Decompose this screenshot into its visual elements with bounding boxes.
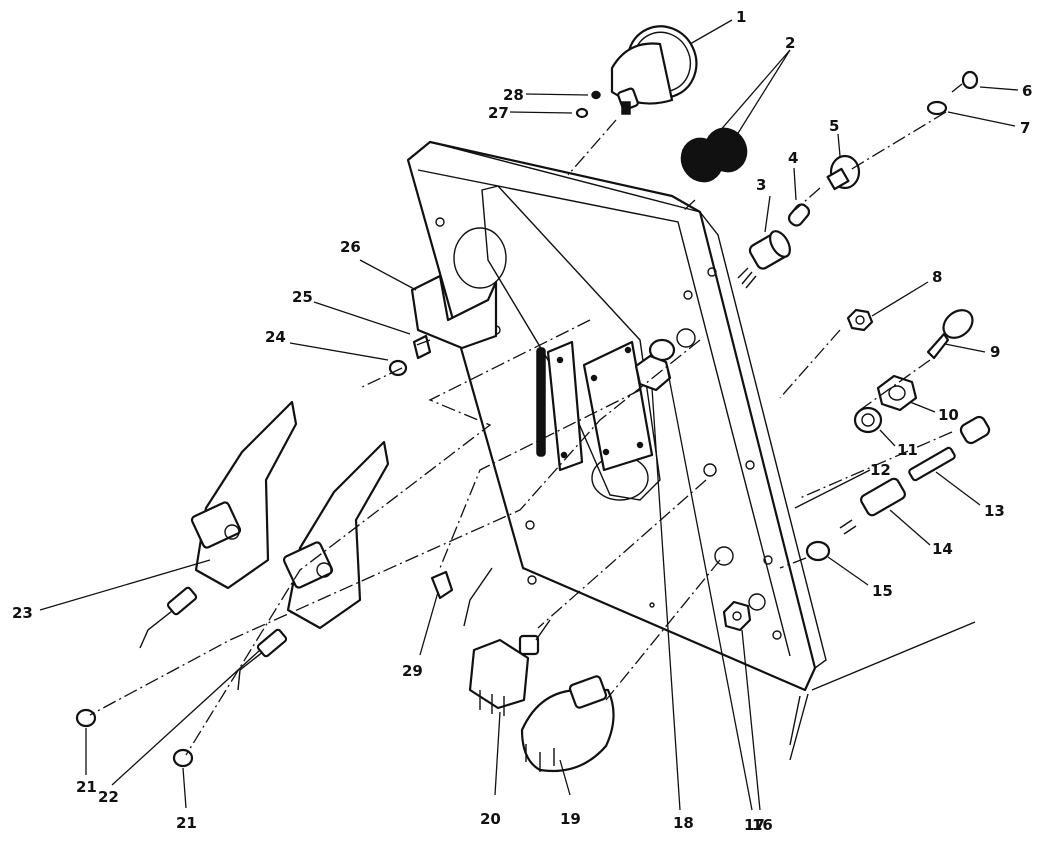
callout-14: 14 [932,540,953,558]
switch-body-part [634,354,672,392]
panel-nut-part [722,600,752,632]
toggle-switch-part [468,619,551,716]
o-ring-part [805,540,831,562]
callout-4: 4 [788,149,798,167]
center-bracket [546,340,654,472]
callout-29: 29 [402,662,423,680]
lamp-socket-part [737,230,791,289]
lock-washer-part [853,406,883,434]
callout-8: 8 [932,268,942,286]
callout-9: 9 [990,343,1000,361]
callout-12: 12 [870,461,891,479]
callout-13: 13 [984,502,1005,520]
pin-part [412,334,432,360]
callout-1: 1 [736,8,746,26]
callout-3: 3 [756,176,766,194]
gauge-part [610,25,698,115]
callout-26: 26 [340,238,361,256]
callout-21-left: 21 [76,778,97,796]
callout-27: 27 [488,104,509,122]
callout-15: 15 [872,582,893,600]
callout-labels: 1 2 3 4 5 6 7 8 9 10 11 12 13 14 15 16 1… [12,8,1032,834]
bracket-part [410,274,498,350]
fuse-holder-part [839,477,906,535]
callout-11: 11 [897,441,918,459]
grommets-part [680,127,748,183]
callout-20: 20 [480,810,501,828]
fuse-cap-part [959,415,991,445]
callout-22: 22 [98,788,119,806]
wire-harness [463,567,976,761]
callout-19: 19 [560,810,581,828]
hex-nut-part [876,374,918,412]
callout-17: 17 [744,816,765,834]
clip-part [430,570,454,600]
leader-lines [39,19,1019,811]
lever-nut-right-part [172,748,194,768]
small-washer-part [591,90,601,100]
lever-nut-left-part [75,708,97,728]
rotary-switch-part [520,675,615,772]
callout-16: 16 [752,816,773,834]
callout-23: 23 [12,604,33,622]
callout-28: 28 [503,86,524,104]
key-part [926,309,974,360]
left-lever-part [139,400,298,649]
screw-part [951,70,979,93]
assembly-axes [89,111,953,756]
callout-2: 2 [785,34,795,52]
callout-21-right: 21 [176,814,197,832]
callout-10: 10 [938,406,959,424]
nut-part [846,308,874,332]
callout-6: 6 [1022,82,1032,100]
lens-part [826,154,861,191]
callout-25: 25 [292,288,313,306]
callout-7: 7 [1020,119,1030,137]
callout-18: 18 [673,814,694,832]
callout-24: 24 [265,328,286,346]
small-screw-part [575,107,589,119]
callout-5: 5 [829,117,839,135]
fuse-part [908,446,956,482]
washer-part [926,100,948,116]
lamp-bulb-part [787,203,811,227]
